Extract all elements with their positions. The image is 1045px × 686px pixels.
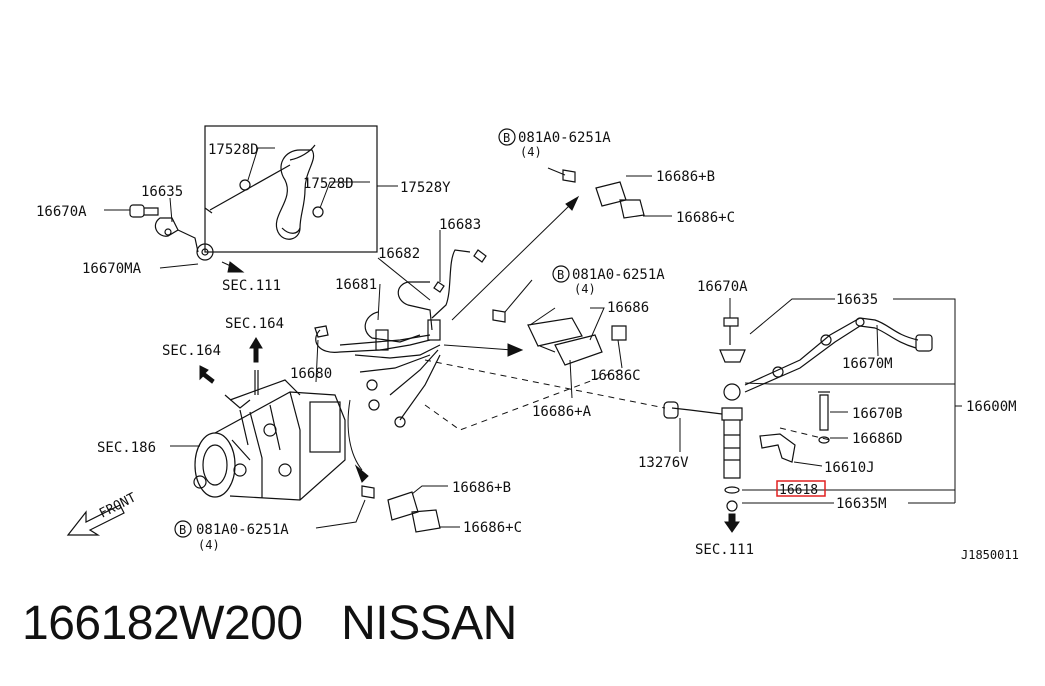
bolt-symbol-bottom-circle	[174, 520, 192, 538]
direction-arrows	[66, 195, 740, 536]
label-16686c-mid[interactable]: 16686C	[590, 368, 641, 384]
fuel-lines-16681-16683-drawing	[314, 249, 487, 428]
bolt-symbol-mid: B	[557, 268, 564, 282]
label-16635-right[interactable]: 16635	[836, 292, 878, 308]
label-16681[interactable]: 16681	[335, 277, 377, 293]
bolt-symbol-top-circle	[498, 128, 516, 146]
label-16686b-top[interactable]: 16686+B	[656, 169, 715, 185]
caption-part-number: 166182W200	[22, 597, 303, 650]
label-16670m[interactable]: 16670M	[842, 356, 893, 372]
inset-box-17528y	[204, 125, 378, 253]
label-sec164-left[interactable]: SEC.164	[162, 343, 221, 359]
label-16600m[interactable]: 16600M	[966, 399, 1017, 415]
bolt-symbol-top: B	[503, 131, 510, 145]
bolt-symbol-bottom: B	[179, 523, 186, 537]
fitting-16670a-left-drawing	[129, 204, 214, 261]
label-front: FRONT	[97, 490, 139, 521]
label-16680[interactable]: 16680	[290, 366, 332, 382]
label-13276v[interactable]: 13276V	[638, 455, 689, 471]
label-16670ma[interactable]: 16670MA	[82, 261, 142, 277]
label-16618[interactable]: 16618	[779, 483, 818, 498]
label-sec164-upper[interactable]: SEC.164	[225, 316, 284, 332]
dashed-reference-lines	[424, 359, 831, 441]
caption-brand: NISSAN	[341, 597, 517, 650]
injector-16600m-drawing	[663, 317, 933, 512]
label-16682[interactable]: 16682	[378, 246, 420, 262]
label-16686c-top[interactable]: 16686+C	[676, 210, 735, 226]
label-sec111-bottom[interactable]: SEC.111	[695, 542, 754, 558]
hose-17528y-drawing	[204, 144, 324, 240]
label-16670a-right[interactable]: 16670A	[697, 279, 748, 295]
label-16670a-left[interactable]: 16670A	[36, 204, 87, 220]
label-17528y[interactable]: 17528Y	[400, 180, 451, 196]
label-16686a[interactable]: 16686+A	[532, 404, 592, 420]
highlight-16618	[776, 480, 826, 497]
label-16686d[interactable]: 16686D	[852, 431, 903, 447]
part-caption: 166182W200 NISSAN	[22, 596, 517, 651]
label-bolt-top-code[interactable]: 081A0-6251A	[518, 130, 611, 146]
label-16635-left[interactable]: 16635	[141, 184, 183, 200]
bolt-symbol-mid-circle	[552, 265, 570, 283]
label-bolt-bottom-qty: (4)	[198, 538, 220, 552]
label-16683[interactable]: 16683	[439, 217, 481, 233]
label-sec111-left[interactable]: SEC.111	[222, 278, 281, 294]
label-16635m[interactable]: 16635M	[836, 496, 887, 512]
label-bolt-mid-code[interactable]: 081A0-6251A	[572, 267, 665, 283]
label-bolt-mid-qty: (4)	[574, 282, 596, 296]
label-bolt-top-qty: (4)	[520, 145, 542, 159]
label-16686c-bottom[interactable]: 16686+C	[463, 520, 522, 536]
label-sec186[interactable]: SEC.186	[97, 440, 156, 456]
leader-lines	[104, 147, 962, 529]
clamps-drawing	[361, 169, 645, 533]
label-17528d-right[interactable]: 17528D	[303, 176, 354, 192]
injection-pump-body-drawing	[193, 370, 346, 501]
figure-code: J1850011	[961, 548, 1019, 562]
label-16686b-bottom[interactable]: 16686+B	[452, 480, 511, 496]
label-16670b[interactable]: 16670B	[852, 406, 903, 422]
label-16686[interactable]: 16686	[607, 300, 649, 316]
label-bolt-bottom-code[interactable]: 081A0-6251A	[196, 522, 289, 538]
label-16610j[interactable]: 16610J	[824, 460, 875, 476]
label-17528d-top[interactable]: 17528D	[208, 142, 259, 158]
